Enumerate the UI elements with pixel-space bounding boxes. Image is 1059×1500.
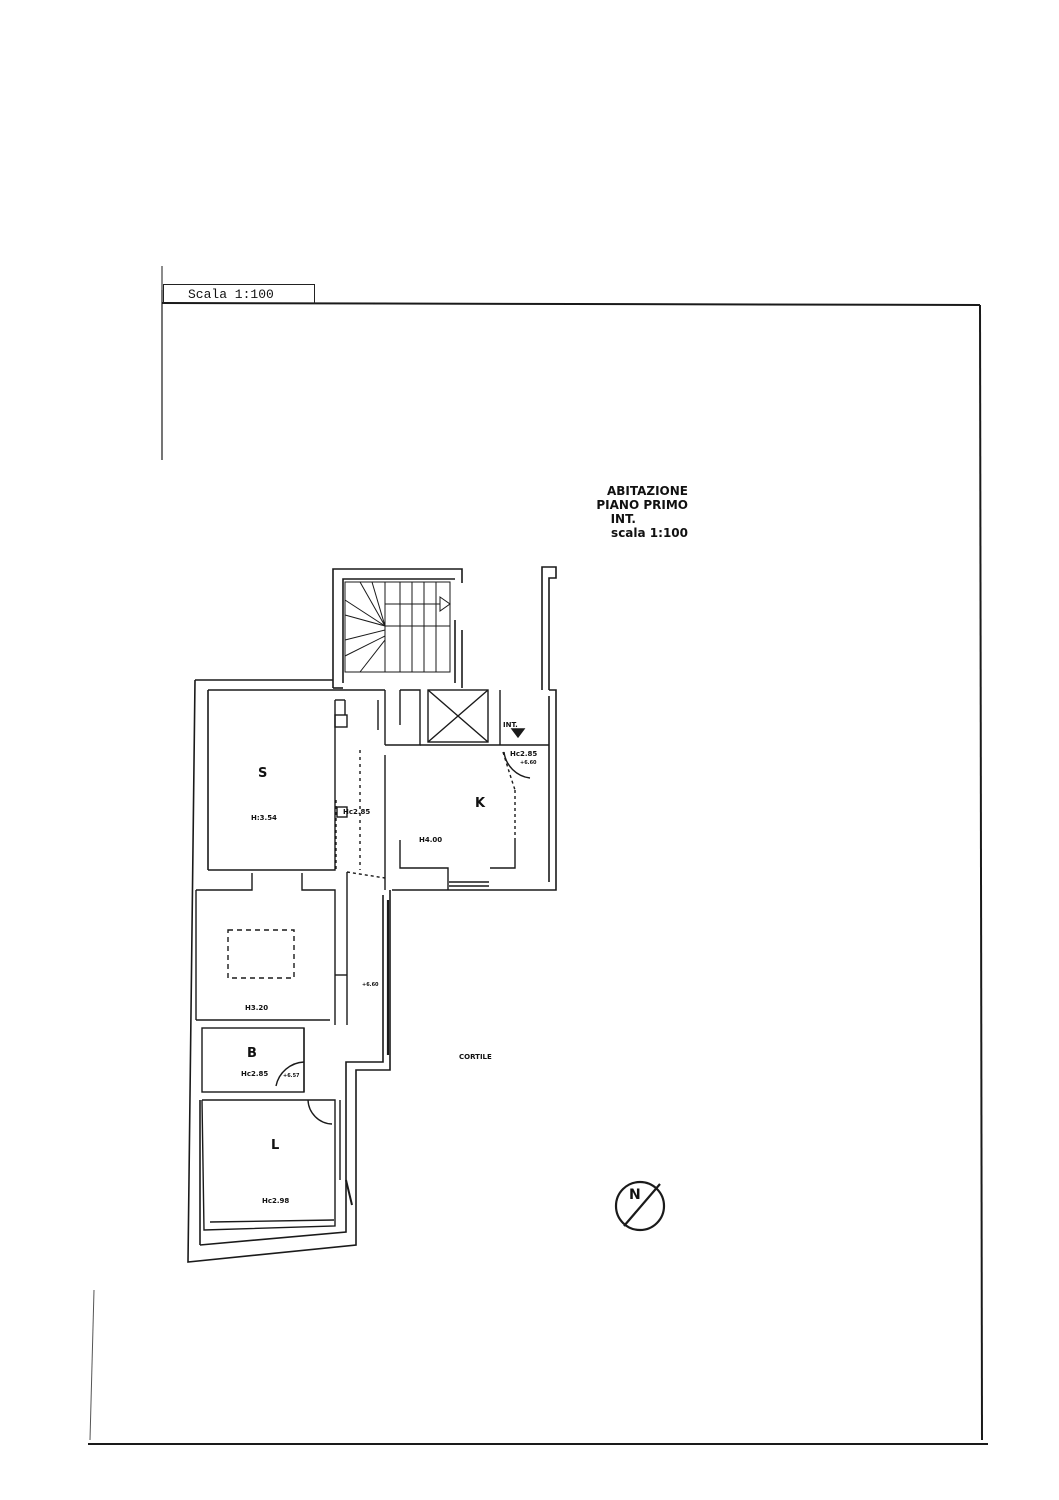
lift-shaft bbox=[420, 689, 501, 746]
room-l-walls bbox=[201, 1099, 353, 1231]
room-k-label: K bbox=[475, 796, 486, 811]
title-block: ABITAZIONE PIANO PRIMO INT. scala 1:100 bbox=[560, 484, 688, 540]
north-arrow-label: N bbox=[629, 1187, 641, 1203]
stair-tower bbox=[332, 568, 463, 689]
title-line-int: INT. bbox=[610, 512, 636, 526]
room-2-walls bbox=[195, 872, 390, 1055]
room-s-walls bbox=[208, 690, 386, 871]
room-2-height: H3.20 bbox=[245, 1004, 269, 1012]
outer-walls bbox=[187, 679, 391, 1263]
sheet-frame bbox=[88, 266, 988, 1445]
title-line-abitazione: ABITAZIONE bbox=[606, 484, 688, 498]
courtyard-label: CORTILE bbox=[459, 1053, 492, 1061]
east-wall bbox=[392, 566, 557, 891]
room-s-height: H:3.54 bbox=[251, 814, 277, 822]
corridor-height: Hc2.85 bbox=[343, 808, 371, 816]
entry-int-label: INT. bbox=[503, 721, 518, 729]
room-k-walls bbox=[399, 728, 549, 890]
corridor-walls bbox=[336, 689, 421, 890]
room-b-height: Hc2.85 bbox=[241, 1070, 269, 1078]
room-s-label: S bbox=[258, 766, 268, 781]
room-k-height: H4.00 bbox=[419, 836, 443, 844]
room-b-walls bbox=[201, 1027, 305, 1093]
room-2-level: +6.60 bbox=[362, 982, 379, 988]
entry-height: Hc2.85 bbox=[510, 750, 538, 758]
room-l-height: Hc2.98 bbox=[262, 1197, 290, 1205]
staircase bbox=[344, 581, 451, 673]
room-b-label: B bbox=[247, 1046, 257, 1061]
title-line-piano: PIANO PRIMO bbox=[596, 498, 688, 512]
scale-label: Scala 1:100 bbox=[163, 284, 315, 304]
north-arrow-icon bbox=[614, 1180, 666, 1232]
entry-level: +6.60 bbox=[520, 760, 537, 766]
title-line-scale: scala 1:100 bbox=[611, 526, 688, 540]
room-l-label: L bbox=[271, 1138, 280, 1153]
room-b-level: +6.57 bbox=[283, 1073, 300, 1079]
